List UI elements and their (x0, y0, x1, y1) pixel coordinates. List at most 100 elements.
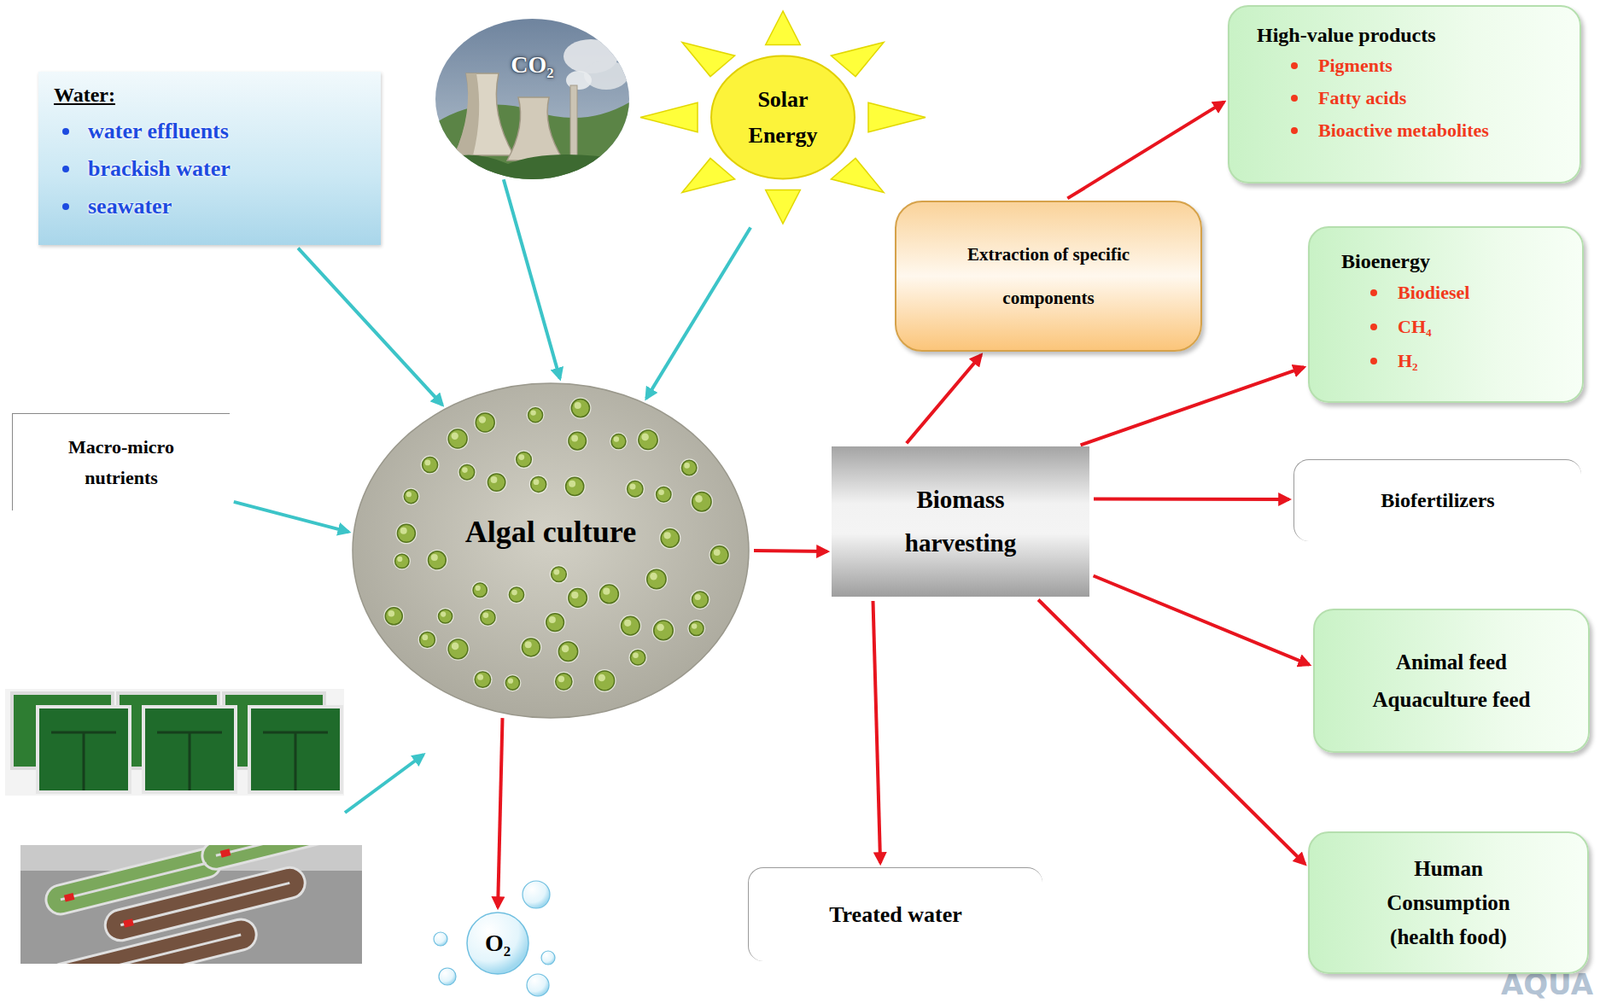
node-content: Macro-micro nutrients (40, 432, 203, 492)
algal-cell (397, 524, 415, 543)
pond-track (199, 845, 356, 873)
algal-cell (564, 475, 586, 497)
algal-cell-highlight (400, 527, 408, 535)
algal-cell (692, 492, 712, 512)
flow-arrow (297, 248, 443, 406)
algal-cell (507, 585, 526, 604)
algal-cell (474, 671, 491, 688)
heading-text: High-value products (1256, 22, 1437, 48)
algal-cell-highlight (431, 554, 438, 561)
algal-cell (457, 463, 476, 482)
solar-energy-sun-part (711, 56, 855, 180)
algal-cell (514, 450, 534, 470)
algal-cell (526, 406, 545, 425)
algal-cell (521, 638, 540, 657)
algal-cell-highlight (425, 460, 432, 467)
algal-cell-highlight (475, 585, 481, 591)
algal-cell (638, 430, 658, 450)
algal-cell (645, 567, 668, 590)
algal-cell (402, 488, 420, 506)
algal-cell (508, 587, 524, 602)
algal-cell-highlight (694, 594, 701, 601)
bioenergy-box: BioenergyBiodieselCH₄H₂ (1308, 226, 1584, 403)
algal-cell (708, 544, 730, 567)
algal-cell (503, 674, 521, 692)
list-row: Fatty acids (1290, 81, 1407, 115)
algal-cell-highlight (388, 610, 396, 618)
algal-cell-highlight (691, 623, 697, 629)
algal-cell (595, 671, 615, 691)
algal-cell (692, 591, 709, 608)
algal-cell-highlight (602, 588, 610, 596)
list-row: H₂ (1370, 344, 1419, 379)
algal-cells (383, 397, 730, 693)
algal-cell-highlight (508, 678, 514, 684)
solar-energy-sun-part (682, 42, 736, 77)
algal-cell (546, 613, 565, 632)
list-item-text: water effluents (87, 112, 229, 151)
algal-cell-highlight (630, 484, 637, 491)
algal-cell (627, 481, 643, 497)
node-content: Human Consumption (health food) (1359, 852, 1539, 955)
algal-cell (569, 397, 591, 420)
algal-cell-highlight (548, 616, 556, 624)
algal-cell-highlight (421, 634, 428, 641)
node-label: Aquaculture feed (1372, 681, 1531, 719)
algal-cell (628, 648, 647, 667)
algal-cell-highlight (554, 569, 561, 576)
node-label: Extraction of specific components (924, 233, 1173, 320)
panel-ground (5, 689, 345, 796)
flow-arrow (497, 718, 503, 908)
co2-source-circle-part (507, 97, 564, 161)
algal-cell (654, 485, 673, 504)
algal-cell (682, 460, 697, 475)
algal-cell-highlight (525, 641, 532, 649)
paddle-wheel (64, 893, 76, 902)
co2-source-circle-part (435, 154, 630, 180)
algal-cell (600, 584, 619, 604)
node-content: Solar Energy (727, 81, 839, 153)
node-content: O₂ (484, 928, 511, 959)
bullet-dot (62, 203, 70, 211)
algal-cell (551, 566, 567, 583)
algal-cell-highlight (641, 433, 649, 442)
algal-cell (475, 413, 495, 433)
node-label: Treated water (829, 900, 963, 930)
list-item-text: Pigments (1318, 49, 1393, 82)
algal-cell (473, 411, 497, 434)
solar-energy-sun-part (830, 42, 884, 77)
node-content: Water:water effluentsbrackish waterseawa… (53, 81, 231, 226)
algal-culture-circle: Algal culture (351, 382, 750, 719)
bullet-dot (1370, 289, 1378, 297)
co2-source-circle-part (570, 85, 578, 163)
list-row: brackish water (62, 150, 231, 188)
pond-divider (43, 845, 359, 964)
algal-cell-highlight (440, 612, 446, 618)
algal-cell (625, 479, 645, 499)
algal-cell (472, 670, 492, 690)
node-content: Biofertilizers (1380, 487, 1495, 514)
flow-arrow (646, 227, 751, 399)
algal-cell-highlight (624, 619, 631, 627)
algal-cell (459, 465, 474, 480)
algal-cell (689, 621, 704, 637)
node-label: Macro-micro nutrients (40, 432, 203, 492)
algal-cell (395, 522, 417, 544)
algal-cell (487, 473, 505, 491)
algal-cell (516, 452, 532, 468)
algal-cell (446, 637, 470, 661)
algal-cell (420, 455, 440, 475)
oxygen-bubbles (433, 881, 555, 997)
algal-cell (437, 607, 455, 625)
bullet-dot (1370, 357, 1378, 365)
algal-cell-highlight (533, 478, 540, 485)
algal-cell (554, 671, 574, 692)
list-row: CH₄ (1370, 309, 1432, 345)
algal-cell-highlight (461, 467, 468, 473)
algal-cell (485, 472, 507, 493)
algal-cell-highlight (613, 436, 619, 442)
node-label: Algal culture (465, 512, 637, 553)
oxygen-bubble: O₂ (466, 911, 530, 976)
solar-energy-sun-outline (637, 8, 929, 227)
list-item-text: Bioactive metabolites (1318, 114, 1490, 147)
